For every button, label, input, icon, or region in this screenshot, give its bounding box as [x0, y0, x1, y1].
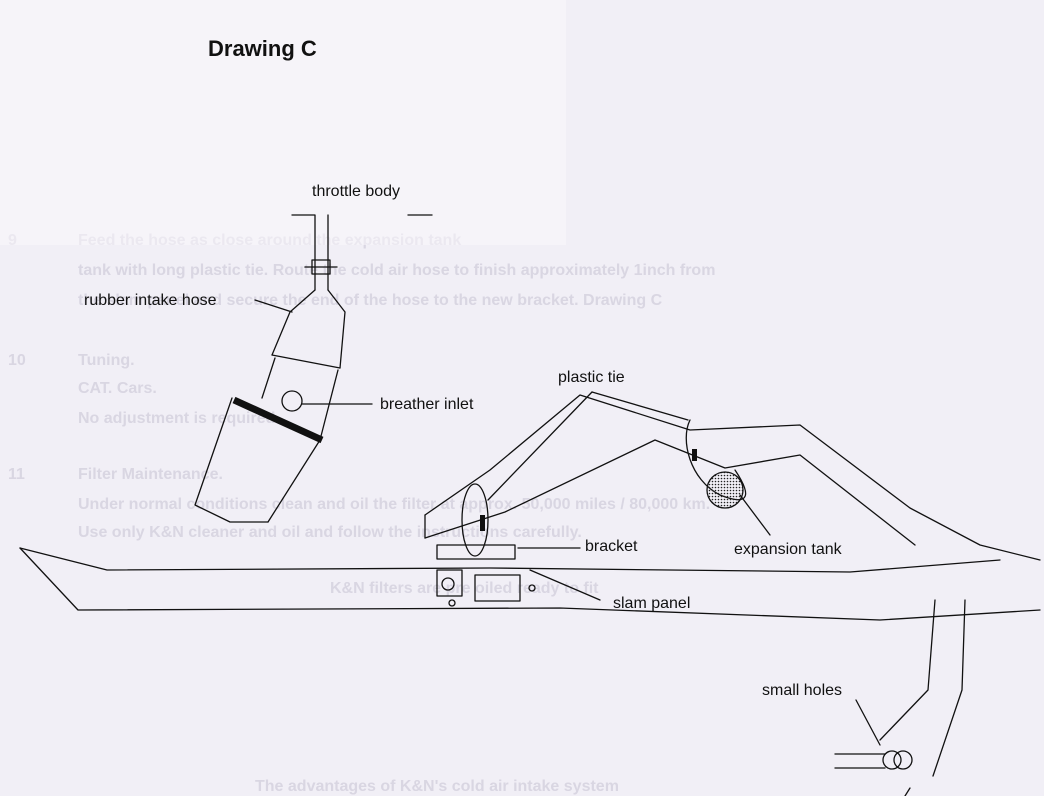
bracket-plate	[436, 544, 516, 560]
expansion-tank-leader	[739, 494, 771, 536]
bracket-hole	[441, 577, 455, 591]
duct-bottom	[424, 439, 916, 546]
small-holes-leader	[855, 699, 881, 746]
throttle-body-left	[291, 214, 316, 291]
label-plastic-tie: plastic tie	[558, 369, 625, 386]
bg-tuning: Tuning.	[78, 352, 135, 369]
bottom-tick	[904, 787, 911, 796]
small-hole-1	[882, 750, 902, 770]
bg-filter-maint: Filter Maintenance.	[78, 466, 223, 483]
filter-right	[267, 439, 321, 523]
slam-panel-dot	[528, 584, 536, 592]
label-small-holes: small holes	[762, 682, 843, 699]
filter-left	[194, 397, 269, 523]
label-expansion-tank: expansion tank	[734, 541, 842, 558]
bg-step10-num: 10	[8, 352, 26, 369]
hose-right-lower	[319, 369, 339, 441]
filter-seal-band	[232, 396, 324, 444]
bracket-base	[436, 569, 463, 597]
bg-under-normal: Under normal conditions clean and oil th…	[78, 496, 711, 513]
label-bracket: bracket	[585, 538, 638, 555]
bracket-small-hole	[448, 599, 456, 607]
label-breather-inlet: breather inlet	[380, 396, 474, 413]
hose-bottom-left	[271, 354, 341, 369]
plastic-tie-left	[461, 483, 489, 557]
downpipe-right	[932, 599, 966, 777]
diagram-lines	[19, 214, 1041, 796]
duct-top	[424, 394, 1041, 561]
bg-kn-filters: K&N filters are pre oiled ready to fit	[330, 580, 599, 597]
rubber-leader	[254, 299, 293, 313]
breather-inlet-circle	[281, 390, 303, 412]
slam-panel-leader	[529, 569, 601, 601]
label-slam-panel: slam panel	[613, 595, 691, 612]
bg-step11-num: 11	[8, 466, 25, 483]
bg-step9-line3: the slam panel and secure the end of the…	[78, 292, 663, 309]
slam-panel-box	[474, 574, 521, 602]
plastic-tie-leader-right	[591, 391, 689, 421]
downpipe-left	[879, 599, 936, 741]
slam-panel-upper	[19, 547, 1001, 573]
hose-left-upper	[271, 289, 316, 356]
light-scan-area-left	[0, 0, 566, 245]
bg-advantages: The advantages of K&N's cold air intake …	[255, 778, 619, 795]
slam-panel-lower	[19, 547, 1041, 621]
label-throttle-body: throttle body	[312, 183, 401, 200]
hose-right-upper	[327, 289, 346, 369]
hose-left-lower	[261, 357, 276, 399]
small-hole-2	[893, 750, 913, 770]
bg-step9-line2: tank with long plastic tie. Route the co…	[78, 262, 716, 279]
label-rubber-intake-hose: rubber intake hose	[84, 292, 217, 309]
bg-cat-cars: CAT. Cars.	[78, 380, 157, 397]
tie-mark-right	[692, 449, 697, 461]
tie-mark-left	[480, 515, 485, 531]
plastic-tie-leader-left	[487, 391, 593, 501]
expansion-tank-shape	[706, 471, 744, 509]
bg-no-adjust: No adjustment is required.	[78, 410, 280, 427]
drawing-title: Drawing C	[208, 36, 317, 61]
